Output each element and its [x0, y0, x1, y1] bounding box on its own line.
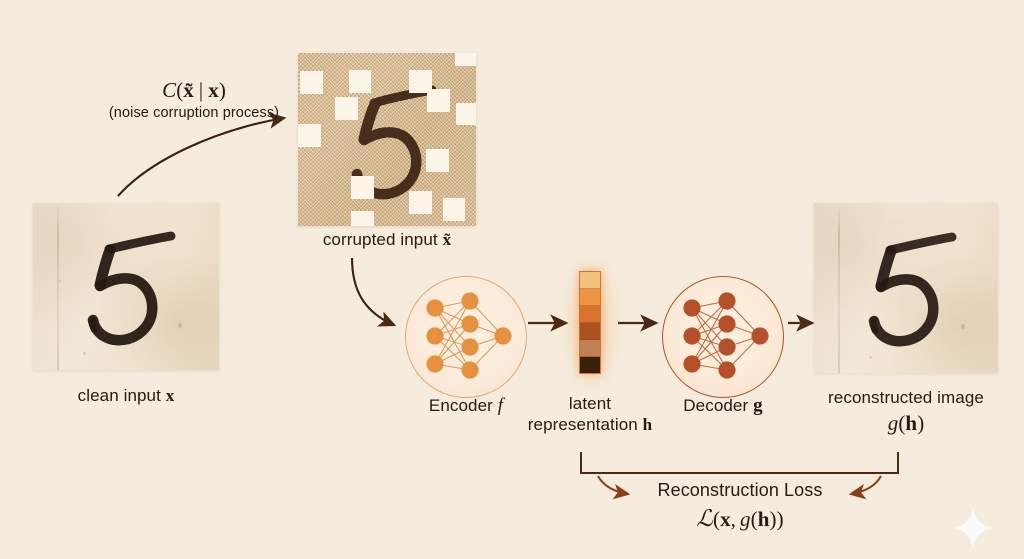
mask-patch: [351, 211, 374, 226]
mask-patch: [426, 149, 449, 172]
loss-formula-comma: ,: [730, 507, 737, 531]
decoder-node: [662, 276, 784, 398]
loss-formula-cal: ℒ: [696, 506, 713, 531]
loss-formula-x: x: [720, 507, 731, 531]
decoder-label-text: Decoder: [683, 396, 749, 415]
mask-patch: [443, 198, 465, 221]
loss-formula-g: g: [740, 507, 751, 531]
corruption-formula-xtilde: x̃: [183, 78, 194, 102]
encoder-label-text: Encoder: [428, 396, 493, 415]
corrupted-input-image: [298, 53, 476, 226]
latent-cell: [580, 289, 600, 306]
reconstructed-image: [814, 203, 998, 373]
latent-label-line2: representation h: [510, 415, 670, 436]
corruption-formula: C(x̃|x): [104, 78, 284, 104]
loss-formula-close2: ): [769, 507, 777, 531]
corruption-formula-bar: |: [198, 78, 204, 102]
reconstructed-fn: g: [887, 410, 899, 435]
latent-label: latent representation h: [510, 394, 670, 435]
loss-formula-open: (: [712, 507, 721, 531]
arrow-corrupted-to-encoder: [350, 257, 397, 327]
latent-cell: [580, 323, 600, 340]
loss-formula-h: h: [757, 507, 770, 531]
corrupted-input-caption-symbol: x̃: [442, 230, 452, 249]
latent-cell: [580, 272, 600, 289]
reconstructed-arg: h: [905, 410, 918, 435]
latent-label-line1: latent: [568, 394, 612, 413]
mask-patch: [349, 70, 371, 93]
arrow-bracket-right-to-loss: [848, 475, 882, 500]
encoder-label-symbol: f: [497, 395, 504, 416]
reconstructed-digit: [814, 203, 998, 373]
reconstructed-caption-line2: g(h): [806, 411, 1006, 437]
mask-patch: [335, 97, 358, 120]
reconstructed-caption: reconstructed image g(h): [806, 388, 1006, 436]
mask-patch: [456, 103, 476, 125]
mask-patch: [455, 53, 476, 66]
clean-input-caption-symbol: x: [165, 386, 175, 405]
latent-label-line2-symbol: h: [642, 414, 653, 434]
corrupted-input-caption-text: corrupted input: [322, 230, 438, 249]
mask-patch: [409, 70, 432, 93]
reconstructed-caption-line1: reconstructed image: [828, 388, 984, 407]
mask-patch: [427, 89, 450, 112]
corruption-caption-text: (noise corruption process): [108, 105, 280, 121]
mask-patch: [351, 176, 374, 199]
clean-input-digit: [33, 203, 219, 370]
decoder-network-graphic: [683, 292, 769, 379]
loss-formula: ℒ(x,g(h)): [620, 505, 860, 533]
arrow-bracket-left-to-loss: [597, 475, 631, 500]
latent-representation-bar: [579, 271, 601, 374]
mask-patch: [409, 191, 432, 214]
clean-input-caption-text: clean input: [77, 386, 161, 405]
reconstructed-open: (: [898, 410, 906, 435]
decoder-label: Decoder g: [653, 394, 793, 417]
corruption-formula-open: (: [176, 78, 184, 102]
reconstructed-close: ): [917, 410, 925, 435]
latent-cell: [580, 340, 600, 357]
loss-bracket: [580, 452, 899, 474]
encoder-network-graphic: [426, 292, 512, 379]
sparkle-icon: [948, 503, 998, 553]
decoder-label-symbol: g: [753, 395, 763, 416]
corrupted-input-caption: corrupted input x̃: [287, 230, 487, 251]
clean-input-caption: clean input x: [33, 386, 219, 407]
loss-formula-close: ): [776, 507, 784, 531]
latent-cell: [580, 306, 600, 323]
corruption-formula-x: x: [208, 78, 219, 102]
clean-input-image: [33, 203, 219, 370]
mask-patch: [298, 124, 321, 147]
arrow-clean-to-corrupted: [117, 112, 287, 197]
mask-patch: [300, 71, 323, 94]
latent-label-line2-text: representation: [527, 414, 638, 434]
latent-cell: [580, 357, 600, 373]
loss-title: Reconstruction Loss: [620, 480, 860, 502]
encoder-label: Encoder f: [396, 394, 536, 417]
loss-formula-open2: (: [750, 507, 758, 531]
corruption-caption: (noise corruption process): [104, 105, 284, 123]
loss-title-text: Reconstruction Loss: [657, 480, 823, 500]
corruption-formula-C: C: [162, 78, 177, 102]
corruption-formula-close: ): [218, 78, 226, 102]
encoder-node: [405, 276, 527, 398]
